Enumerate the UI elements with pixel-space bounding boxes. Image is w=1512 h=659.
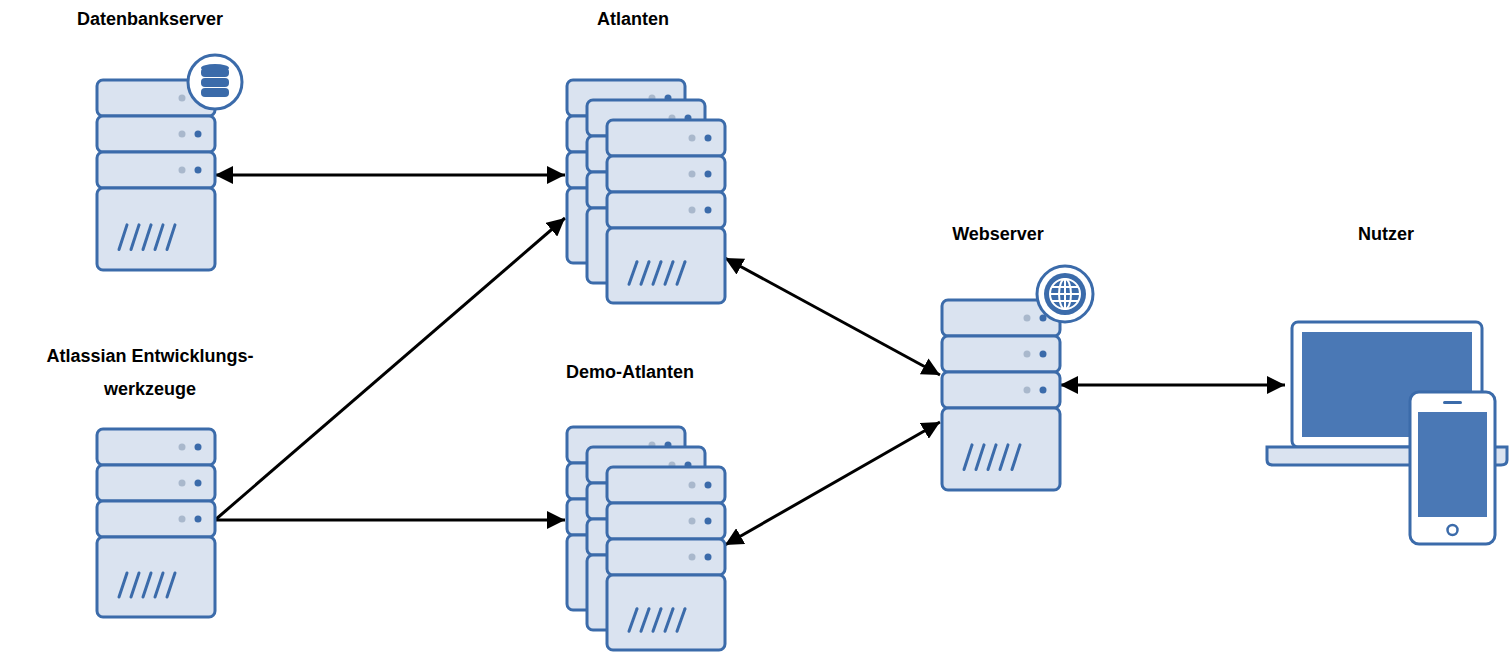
server-icon	[940, 262, 1100, 494]
connector-arrow	[725, 422, 940, 545]
node-label: Atlassian Entwicklungs- werkzeuge	[10, 340, 290, 406]
node-label: Atlanten	[533, 3, 733, 36]
server-icon	[565, 425, 730, 655]
connector-arrow	[215, 174, 565, 177]
node-label: Datenbankserver	[60, 3, 240, 36]
server-node: Atlassian Entwicklungs- werkzeuge	[10, 340, 290, 625]
node-label: Nutzer	[1260, 218, 1512, 251]
server-icon	[95, 52, 250, 274]
connector-arrow	[215, 218, 565, 520]
server-icon	[95, 427, 220, 622]
connector-arrow	[1060, 384, 1285, 387]
server-icon	[565, 78, 730, 308]
server-node: Nutzer	[1260, 218, 1512, 548]
server-node: Atlanten	[533, 3, 733, 303]
server-node: Datenbankserver	[60, 3, 240, 275]
server-node: Demo-Atlanten	[530, 356, 730, 656]
node-label: Webserver	[893, 218, 1103, 251]
connector-arrow	[725, 258, 940, 375]
server-node: Webserver	[893, 218, 1103, 494]
connector-arrow	[215, 519, 565, 522]
server-icon	[1265, 320, 1512, 548]
node-label: Demo-Atlanten	[530, 356, 730, 389]
